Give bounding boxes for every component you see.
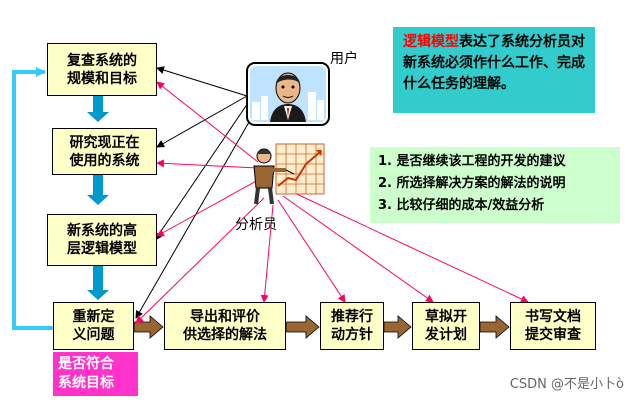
flow-arrow-derive-recommend	[285, 315, 320, 339]
box-recommend-action: 推荐行动方针	[320, 302, 384, 350]
horizontal-flow-arrows	[133, 315, 510, 339]
flow-arrow-recommend-plan	[383, 315, 412, 339]
analyst-label: 分析员	[235, 217, 277, 233]
user-arrow-review	[156, 66, 248, 97]
box-draft-plan: 草拟开发计划	[412, 302, 480, 350]
box-write-document: 书写文档提交审查	[510, 302, 596, 350]
analyst-arrow-plan	[282, 195, 434, 303]
box-redefine-problem: 重新定义问题	[53, 302, 134, 350]
user-portrait-icon	[246, 62, 330, 126]
analyst-arrow-derive	[260, 204, 274, 303]
analyst-arrow-document	[287, 189, 529, 303]
flow-arrow-plan-document	[479, 315, 510, 339]
box-review-scope-goals: 复查系统的规模和目标	[47, 43, 157, 96]
conclusion-item: 2. 所选择解决方案的解法的说明	[378, 176, 566, 191]
logical-model-description: 表达了系统分析员对新系统必须作什么工作、完成什么任务的理解。	[403, 34, 585, 92]
conclusion-item: 1. 是否继续该工程的开发的建议	[378, 154, 566, 169]
box-study-current-system: 研究现正在使用的系统	[52, 128, 157, 175]
vertical-flow-arrows	[87, 96, 109, 300]
user-label: 用户	[330, 51, 358, 67]
goal-check-note: 是否符合 系统目标	[53, 352, 138, 396]
flow-arrow-redefine-derive	[133, 315, 164, 339]
analyst-arrow-model	[156, 179, 259, 237]
watermark: CSDN @不是小卜ò	[509, 377, 624, 392]
conclusions-note: 1. 是否继续该工程的开发的建议 2. 所选择解决方案的解法的说明 3. 比较仔…	[370, 147, 620, 223]
analyst-arrow-redefine	[135, 197, 265, 324]
logical-model-term: 逻辑模型	[403, 34, 459, 50]
user-arrows	[135, 66, 257, 319]
analyst-arrows	[135, 81, 529, 324]
user-arrow-model	[154, 99, 251, 241]
flow-arrow-review-study	[87, 96, 109, 122]
logical-model-note: 逻辑模型表达了系统分析员对新系统必须作什么工作、完成什么任务的理解。	[393, 27, 595, 113]
flow-arrow-study-model	[87, 175, 109, 205]
box-derive-solutions: 导出和评价供选择的解法	[164, 302, 286, 350]
flow-arrow-model-redefine	[87, 266, 109, 300]
analyst-arrow-review	[156, 81, 259, 163]
conclusion-item: 3. 比较仔细的成本/效益分析	[378, 198, 545, 213]
feedback-loop-line	[12, 67, 53, 330]
analyst-arrow-recommend	[277, 199, 346, 303]
analyst-arrow-study	[156, 159, 259, 169]
analyst-at-chart-icon	[253, 143, 325, 205]
user-arrow-study	[156, 95, 248, 148]
box-logical-model: 新系统的高层逻辑模型	[47, 214, 157, 266]
